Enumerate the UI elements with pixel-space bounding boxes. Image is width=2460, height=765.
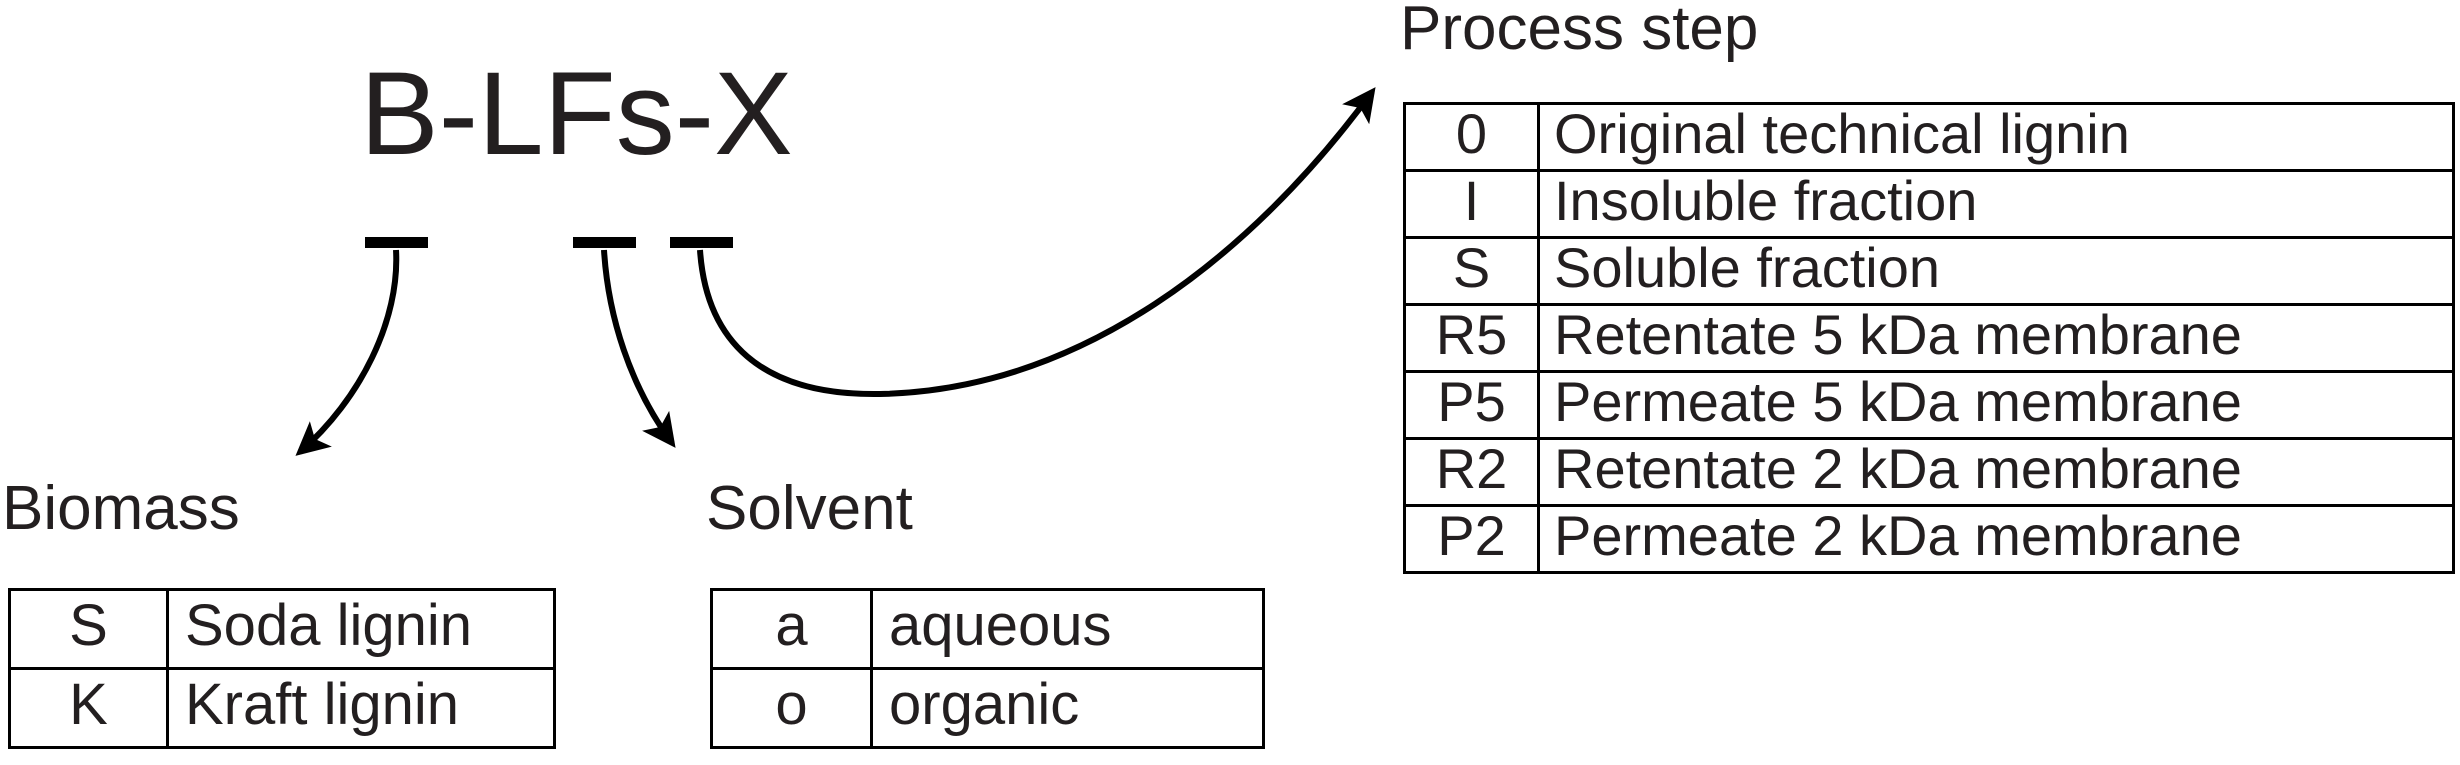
table-row: o organic <box>710 667 1265 749</box>
table-row: S Soda lignin <box>8 588 556 670</box>
process-step-key: S <box>1403 236 1540 306</box>
process-step-caption: Process step <box>1400 0 1759 63</box>
process-step-key: R2 <box>1403 437 1540 507</box>
table-row: a aqueous <box>710 588 1265 670</box>
table-row: 0 Original technical lignin <box>1403 102 2455 172</box>
marker-bar-process-step <box>670 237 733 248</box>
process-step-key: R5 <box>1403 303 1540 373</box>
biomass-key: K <box>8 667 169 749</box>
naming-code-formula: B-LFs-X <box>360 48 793 180</box>
table-row: K Kraft lignin <box>8 667 556 749</box>
table-row: R5 Retentate 5 kDa membrane <box>1403 303 2455 373</box>
solvent-caption: Solvent <box>706 474 913 543</box>
process-step-desc: Original technical lignin <box>1537 102 2455 172</box>
solvent-desc: aqueous <box>870 588 1265 670</box>
marker-bar-solvent <box>573 237 636 248</box>
process-step-desc: Permeate 5 kDa membrane <box>1537 370 2455 440</box>
table-row: S Soluble fraction <box>1403 236 2455 306</box>
process-step-legend-table: 0 Original technical lignin I Insoluble … <box>1403 102 2455 574</box>
solvent-legend-table: a aqueous o organic <box>710 588 1265 749</box>
arrow-solvent <box>601 249 676 448</box>
table-row: P2 Permeate 2 kDa membrane <box>1403 504 2455 574</box>
solvent-key: o <box>710 667 873 749</box>
process-step-desc: Retentate 2 kDa membrane <box>1537 437 2455 507</box>
process-step-key: 0 <box>1403 102 1540 172</box>
table-row: P5 Permeate 5 kDa membrane <box>1403 370 2455 440</box>
process-step-desc: Soluble fraction <box>1537 236 2455 306</box>
solvent-desc: organic <box>870 667 1265 749</box>
process-step-desc: Insoluble fraction <box>1537 169 2455 239</box>
biomass-caption: Biomass <box>2 474 240 543</box>
biomass-desc: Kraft lignin <box>166 667 556 749</box>
table-row: I Insoluble fraction <box>1403 169 2455 239</box>
biomass-key: S <box>8 588 169 670</box>
arrow-process-step <box>697 87 1376 398</box>
process-step-desc: Retentate 5 kDa membrane <box>1537 303 2455 373</box>
biomass-legend-table: S Soda lignin K Kraft lignin <box>8 588 556 749</box>
process-step-key: P2 <box>1403 504 1540 574</box>
arrow-biomass <box>295 249 400 456</box>
solvent-key: a <box>710 588 873 670</box>
process-step-key: I <box>1403 169 1540 239</box>
biomass-desc: Soda lignin <box>166 588 556 670</box>
process-step-desc: Permeate 2 kDa membrane <box>1537 504 2455 574</box>
table-row: R2 Retentate 2 kDa membrane <box>1403 437 2455 507</box>
process-step-key: P5 <box>1403 370 1540 440</box>
marker-bar-biomass <box>365 237 428 248</box>
